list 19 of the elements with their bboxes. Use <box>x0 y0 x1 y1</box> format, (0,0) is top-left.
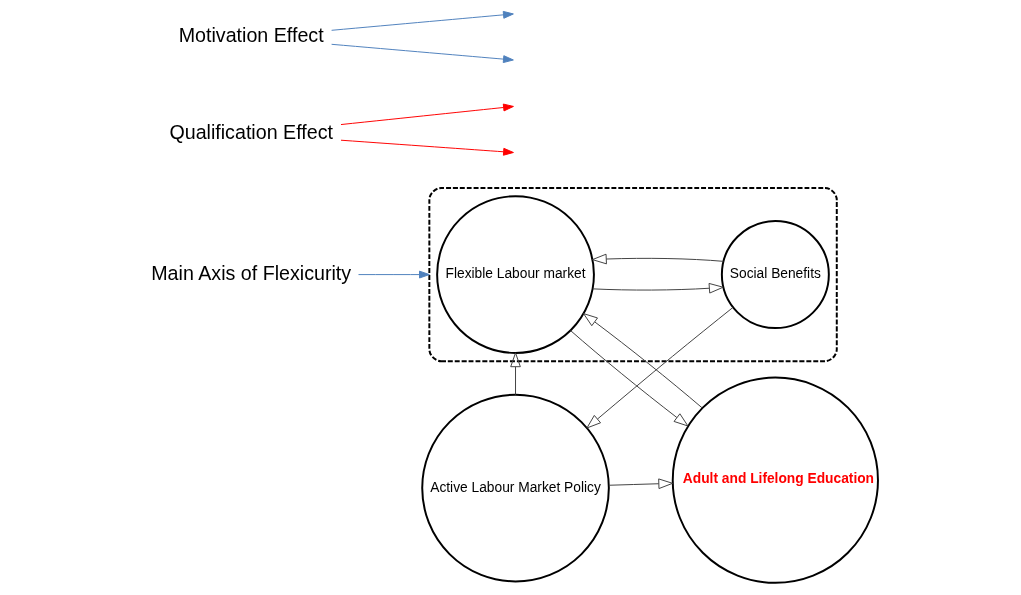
arrow <box>591 253 724 265</box>
arrow <box>591 282 724 294</box>
arrow <box>357 270 430 279</box>
node-text: Main Axis of Flexicurity <box>150 261 351 284</box>
node-circle: Active Labour Market Policy <box>420 393 610 583</box>
node-circle: Flexible Labour market <box>435 195 595 354</box>
arrow <box>330 10 514 31</box>
arrow <box>340 139 514 156</box>
arrow <box>340 103 514 126</box>
arrow <box>509 352 521 396</box>
node-text: Qualification Effect <box>168 120 333 143</box>
arrow <box>607 478 673 490</box>
node-circle: Social Benefits <box>720 220 830 330</box>
arrow <box>330 43 514 64</box>
arrow <box>569 330 688 427</box>
arrow <box>582 313 703 409</box>
node-text: Motivation Effect <box>178 24 324 47</box>
arrow <box>585 307 733 429</box>
cluster <box>427 187 838 363</box>
